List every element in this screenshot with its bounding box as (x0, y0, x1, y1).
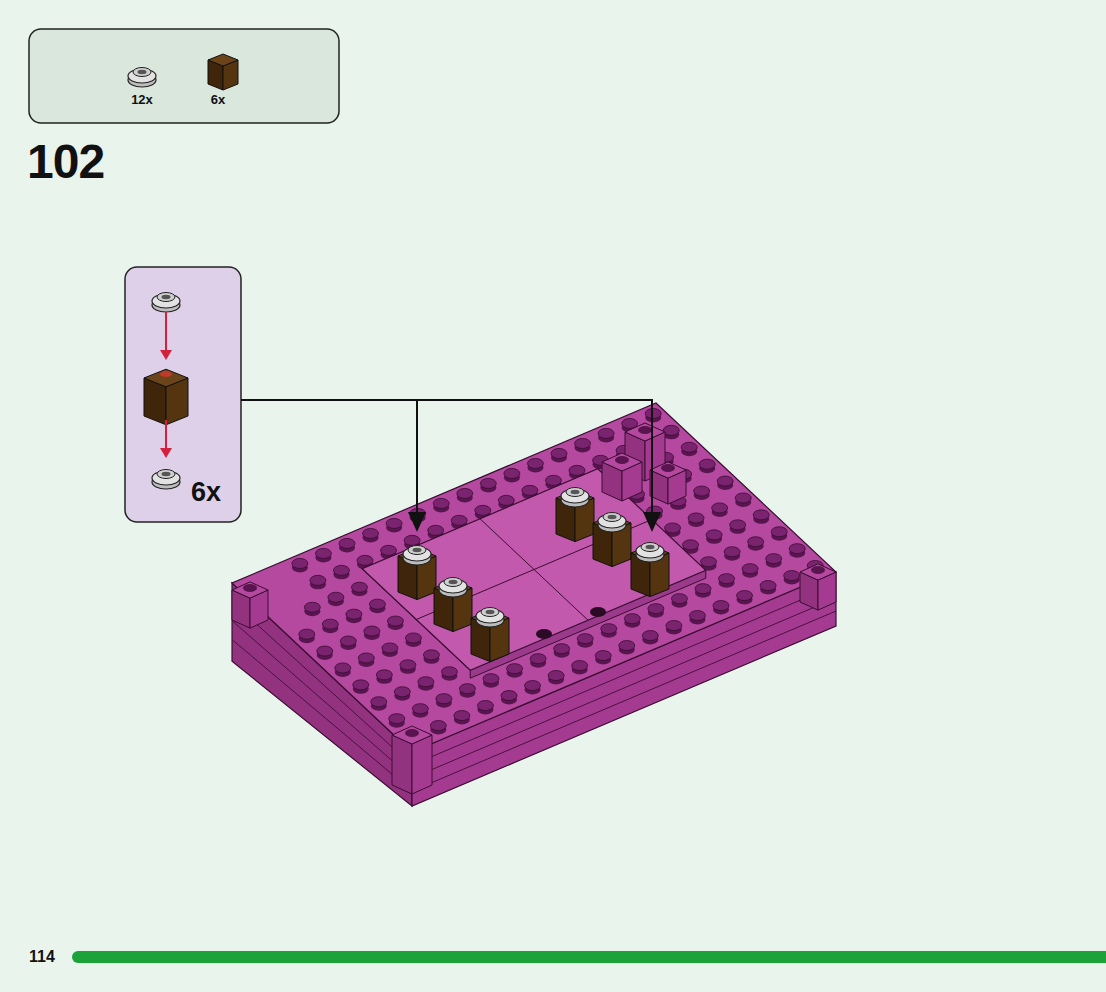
quantity-label: 12x (131, 92, 153, 107)
magenta-base-model (232, 403, 836, 806)
leader-arrowheads (408, 512, 661, 532)
page-number: 114 (29, 948, 55, 966)
callout-box: 6x (125, 267, 241, 522)
part-icons (128, 54, 238, 489)
sub-assembly-callout (125, 267, 241, 522)
quantity-label: 6x (191, 477, 221, 508)
progress-bar (72, 951, 1106, 963)
step-number: 102 (27, 134, 104, 189)
parts-panel (29, 29, 339, 123)
leader-lines (241, 400, 652, 520)
quantity-label: 6x (211, 92, 225, 107)
parts-list-panel: 12x 6x (29, 29, 339, 123)
